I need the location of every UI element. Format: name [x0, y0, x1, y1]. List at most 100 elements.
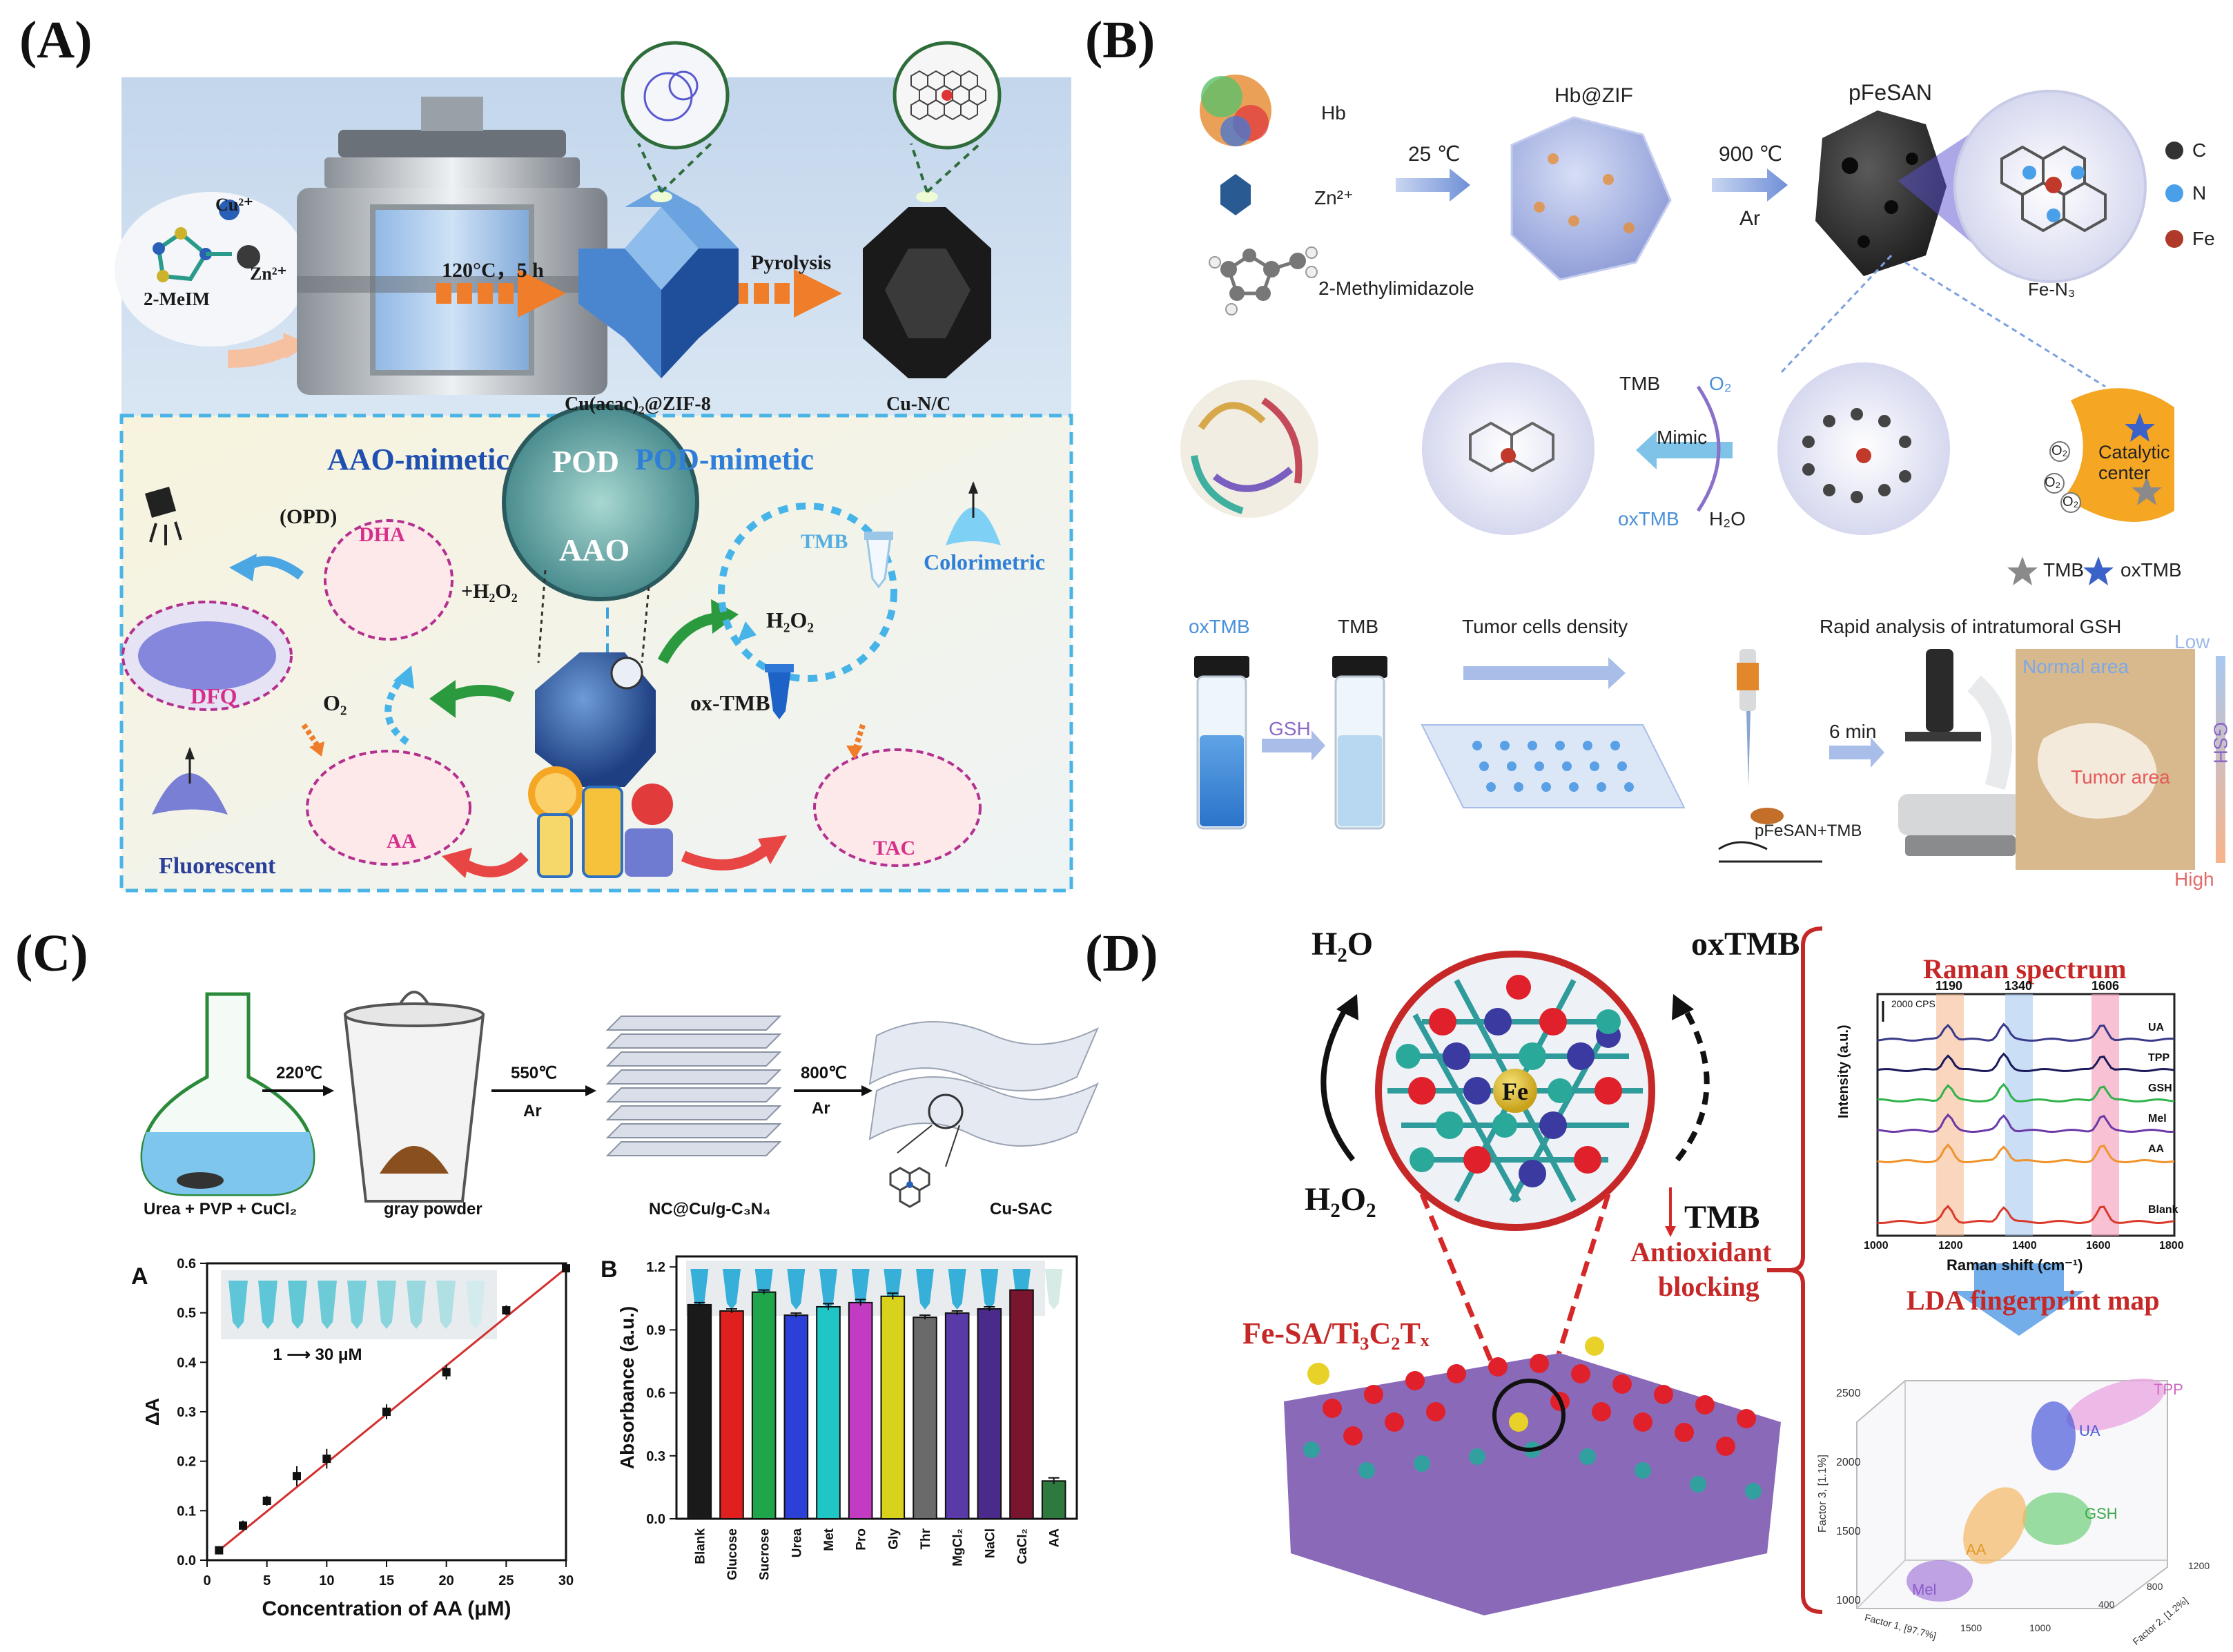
- raman-series-name: GSH: [2148, 1082, 2172, 1094]
- y-axis-label: Absorbance (a.u.): [616, 1306, 638, 1469]
- d-h2o-label: H₂O: [1311, 926, 1374, 962]
- linker-label: 2-MeIM: [144, 289, 210, 309]
- x-tick-label: 0: [203, 1573, 211, 1588]
- c-step2-gas: Ar: [523, 1102, 542, 1120]
- aao-sphere-label: AAO: [559, 532, 630, 567]
- y-tick-label: 0.0: [177, 1553, 196, 1568]
- o2-cycle-label: O₂: [1709, 373, 1732, 394]
- tmb-cycle-label: TMB: [1619, 373, 1661, 394]
- y-tick-label: 0.6: [177, 1256, 196, 1272]
- d-fe-atom-label: Fe: [1502, 1078, 1528, 1105]
- bar: [687, 1303, 712, 1519]
- lda-group-aa: AA: [1966, 1541, 1987, 1558]
- bar: [783, 1314, 809, 1520]
- lda-ztick-1500: 1500: [1836, 1526, 1861, 1537]
- plot-frame: [675, 1255, 1078, 1520]
- x-tick-label: 30: [558, 1573, 574, 1588]
- inset-tube: [407, 1281, 426, 1329]
- subplot-label: A: [131, 1263, 148, 1290]
- raman-xlabel: Raman shift (cm⁻¹): [1947, 1256, 2083, 1274]
- y-tick-label: 0.6: [646, 1386, 665, 1401]
- data-point: [239, 1521, 247, 1530]
- c-gray-powder-label: gray powder: [384, 1200, 482, 1218]
- category-label: Met: [822, 1528, 837, 1551]
- raman-xtick-1400: 1400: [2012, 1240, 2037, 1252]
- raman-peak-1340: 1340: [2005, 979, 2033, 993]
- raman-series-line: [1877, 1143, 2175, 1164]
- cu-ion-label: Cu²⁺: [215, 195, 253, 215]
- lda-xtick-1500: 1500: [1960, 1622, 1982, 1633]
- aao-mimetic-title: AAO-mimetic: [327, 443, 509, 476]
- category-label: Glucose: [725, 1528, 740, 1580]
- c-cu-sac-label: Cu-SAC: [990, 1200, 1053, 1218]
- data-point: [262, 1497, 271, 1505]
- legend-fe: Fe: [2192, 228, 2215, 249]
- subplot-label: B: [601, 1256, 618, 1283]
- y-tick-label: 0.5: [177, 1306, 196, 1321]
- bar: [751, 1291, 777, 1520]
- inset-tube: [1044, 1269, 1063, 1310]
- raman-series-name: Blank: [2148, 1204, 2178, 1216]
- tumor-density-label: Tumor cells density: [1462, 616, 1628, 637]
- catalytic-center-label: Catalytic center: [2098, 442, 2170, 483]
- fe-n3-label: Fe-N₃: [2028, 279, 2076, 300]
- h2o-cycle-label: H₂O: [1709, 508, 1746, 529]
- temp-900-label: 900 ℃: [1719, 143, 1783, 166]
- inset-tube: [916, 1269, 934, 1310]
- tumor-area-label: Tumor area: [2071, 766, 2170, 788]
- inset-tube: [466, 1281, 485, 1329]
- x-tick-label: 15: [379, 1573, 394, 1588]
- category-label: Urea: [790, 1528, 804, 1558]
- h2o2-label: H₂O₂: [766, 608, 814, 632]
- o2-mark-2: O₂: [2045, 475, 2061, 490]
- inset-tube: [258, 1281, 277, 1329]
- c-step3-temp: 800℃: [801, 1064, 847, 1082]
- mimic-label: Mimic: [1657, 427, 1708, 448]
- category-label: Thr: [919, 1528, 933, 1549]
- d-material-label: Fe-SA/Ti₃C₂Tₓ: [1242, 1316, 1430, 1350]
- x-tick-label: 10: [319, 1573, 334, 1588]
- data-point: [322, 1455, 331, 1464]
- data-point: [562, 1264, 570, 1273]
- time-label: 6 min: [1829, 721, 1877, 742]
- data-point: [382, 1408, 391, 1416]
- lda-x-label: Factor 1, [97.7%]: [1863, 1611, 1938, 1642]
- inset-tube: [288, 1281, 307, 1329]
- bar: [816, 1305, 841, 1520]
- y-tick-label: 0.3: [646, 1449, 665, 1464]
- inset-tube: [787, 1269, 806, 1310]
- raman-series-line: [1877, 1052, 2175, 1073]
- lda-title: LDA fingerprint map: [1907, 1285, 2160, 1316]
- step1-label: 120°C，5 h: [442, 259, 544, 282]
- cu-nc-label: Cu-N/C: [886, 393, 951, 415]
- inset-tube: [980, 1269, 999, 1310]
- lda-z-label: Factor 3, [1.1%]: [1817, 1455, 1829, 1533]
- ox-tmb-label: ox-TMB: [690, 690, 770, 715]
- c-nc-label: NC@Cu/g-C₃N₄: [649, 1200, 771, 1218]
- lda-ztick-2500: 2500: [1836, 1388, 1861, 1399]
- pod-sphere-label: POD: [552, 444, 620, 479]
- raman-series-line: [1877, 1022, 2175, 1042]
- data-point: [442, 1368, 451, 1377]
- dfq-label: DFQ: [191, 683, 237, 708]
- lda-ytick-800: 800: [2147, 1581, 2163, 1592]
- raman-ylabel: Intensity (a.u.): [1836, 1024, 1851, 1118]
- category-label: NaCl: [983, 1528, 997, 1558]
- panel-a-label: (A): [19, 11, 92, 69]
- d-tmb-label: TMB: [1684, 1199, 1760, 1236]
- inset-range-label: 1 ⟶ 30 μM: [273, 1345, 362, 1364]
- category-label: Pro: [855, 1528, 869, 1551]
- category-label: Gly: [886, 1528, 901, 1550]
- normal-area-label: Normal area: [2022, 656, 2129, 677]
- category-label: AA: [1048, 1528, 1062, 1548]
- c-step1-temp: 220℃: [276, 1064, 322, 1082]
- rapid-analysis-label: Rapid analysis of intratumoral GSH: [1820, 616, 2122, 637]
- lda-group-mel: Mel: [1912, 1581, 1937, 1598]
- c-step3-gas: Ar: [812, 1099, 830, 1118]
- methylimidazole-label: 2-Methylimidazole: [1318, 278, 1474, 299]
- data-point: [215, 1546, 224, 1555]
- vial-tmb-label: TMB: [1338, 616, 1379, 637]
- star-legend-tmb: TMB: [2043, 559, 2085, 581]
- y-axis-label: ΔA: [142, 1398, 163, 1426]
